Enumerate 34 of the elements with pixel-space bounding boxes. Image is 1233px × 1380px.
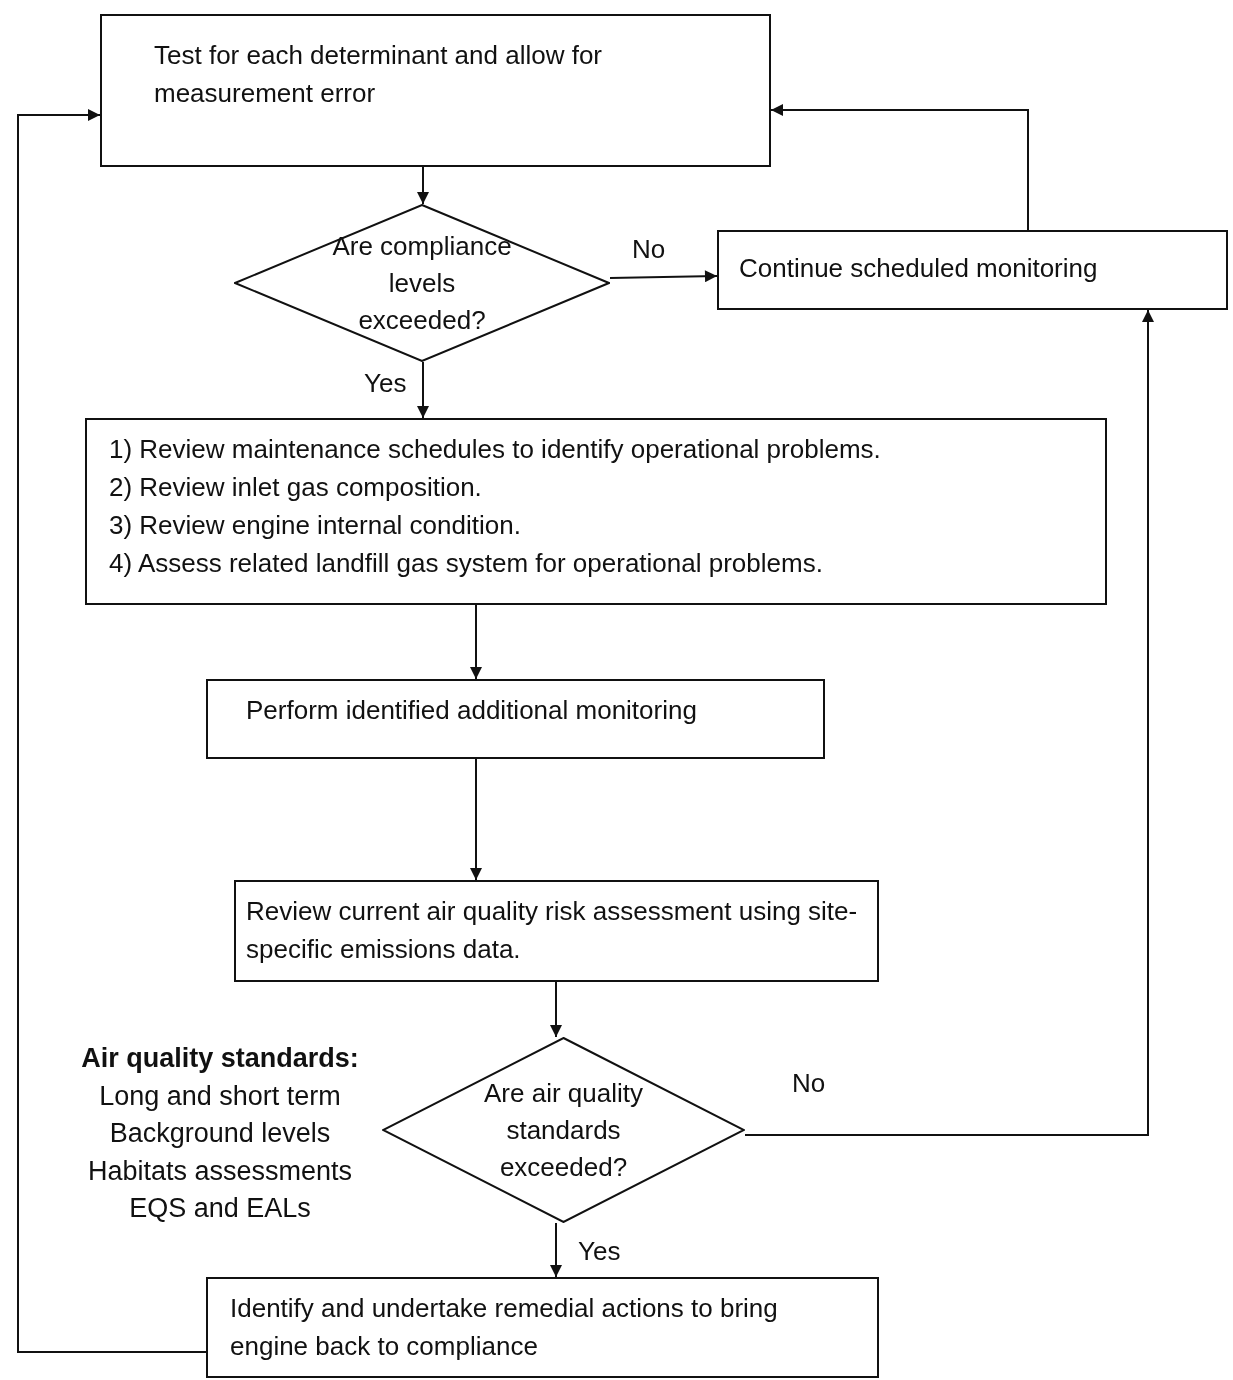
- note-text: EQS and EALs: [129, 1192, 311, 1225]
- decision-diamond: [382, 1037, 745, 1223]
- arrow: [470, 604, 482, 680]
- note-heading: Air quality standards:: [81, 1042, 359, 1075]
- node-text: Review current air quality risk assessment using site-specific emissions data.: [246, 895, 859, 966]
- process-box: [206, 679, 825, 759]
- node-text: 2) Review inlet gas composition.: [109, 471, 483, 504]
- node-text: Perform identified additional monitoring: [246, 694, 698, 727]
- process-box: [206, 1277, 879, 1378]
- process-box: [100, 14, 771, 167]
- arrow: [550, 981, 562, 1038]
- arrow: [744, 309, 1154, 1136]
- arrow: [470, 758, 482, 881]
- process-box: [717, 230, 1228, 310]
- arrow: [609, 270, 718, 283]
- note-text: Long and short term: [99, 1079, 341, 1113]
- arrow: [770, 104, 1029, 231]
- decision-diamond: [234, 204, 610, 362]
- note-text: Habitats assessments: [87, 1154, 353, 1188]
- node-text: 4) Assess related landfill gas system for operational problems.: [109, 547, 824, 580]
- node-text: Are compliance levels exceeded?: [331, 229, 513, 337]
- arrow: [17, 109, 207, 1353]
- node-text: Identify and undertake remedial actions to bring engine back to compliance: [230, 1292, 779, 1363]
- node-text: 3) Review engine internal condition.: [109, 509, 522, 542]
- node-text: 1) Review maintenance schedules to identify operational problems.: [109, 433, 882, 466]
- node-text: Are air quality standards exceeded?: [483, 1076, 644, 1184]
- node-text: Continue scheduled monitoring: [739, 252, 1099, 285]
- arrow: [550, 1222, 562, 1278]
- note-text: Background levels: [109, 1117, 331, 1150]
- node-text: Test for each determinant and allow for measurement error: [154, 39, 604, 110]
- arrow: [417, 166, 429, 205]
- process-box: [234, 880, 879, 982]
- process-box: [85, 418, 1107, 605]
- arrow: [417, 361, 429, 419]
